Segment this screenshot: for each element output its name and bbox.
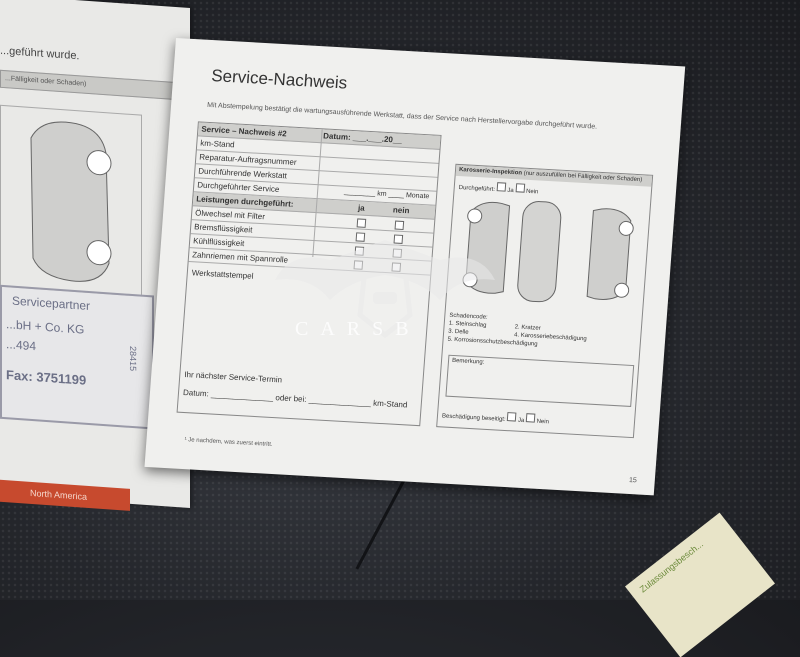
stamp-label: Werkstattstempel [191, 268, 254, 281]
form-header-label: Service – Nachweis #2 [201, 124, 287, 139]
car-diagram-side [0, 104, 142, 297]
stamp-line-2: ...bH + Co. KG [6, 317, 85, 337]
fixed-no-checkbox[interactable] [525, 413, 536, 423]
stamp-line-1: Servicepartner [12, 293, 91, 314]
next-service-fields: Datum: ______________ oder bei: ________… [182, 387, 408, 410]
performed-no-checkbox[interactable] [515, 183, 525, 193]
fixed-yes-checkbox[interactable] [507, 412, 517, 422]
damage-code-2: 2. Kratzer [514, 324, 541, 332]
left-page: ...geführt wurde. ...Fälligkeit oder Sch… [0, 0, 190, 509]
carsb-logo-watermark [275, 240, 495, 339]
left-page-bar: ...Fälligkeit oder Schaden) [0, 69, 190, 102]
damage-fixed: Beschädigung beseitigt: Ja Nein [441, 412, 550, 426]
stamp-code: 28415 [128, 345, 138, 372]
page-title: Service-Nachweis [210, 66, 348, 93]
dealer-stamp: Servicepartner ...bH + Co. KG ...494 Fax… [0, 284, 154, 430]
page-number: 15 [628, 476, 637, 485]
footnote: ¹ Je nachdem, was zuerst eintritt. [184, 437, 273, 449]
next-service-label: Ihr nächster Service-Termin [184, 370, 283, 385]
stamp-fax: Fax: 3751199 [6, 367, 87, 388]
left-page-header-text: ...geführt wurde. [0, 44, 80, 63]
watermark-text: CARSB [295, 318, 421, 340]
performed-yes-checkbox[interactable] [496, 182, 507, 192]
stamp-line-3: ...494 [6, 337, 37, 354]
